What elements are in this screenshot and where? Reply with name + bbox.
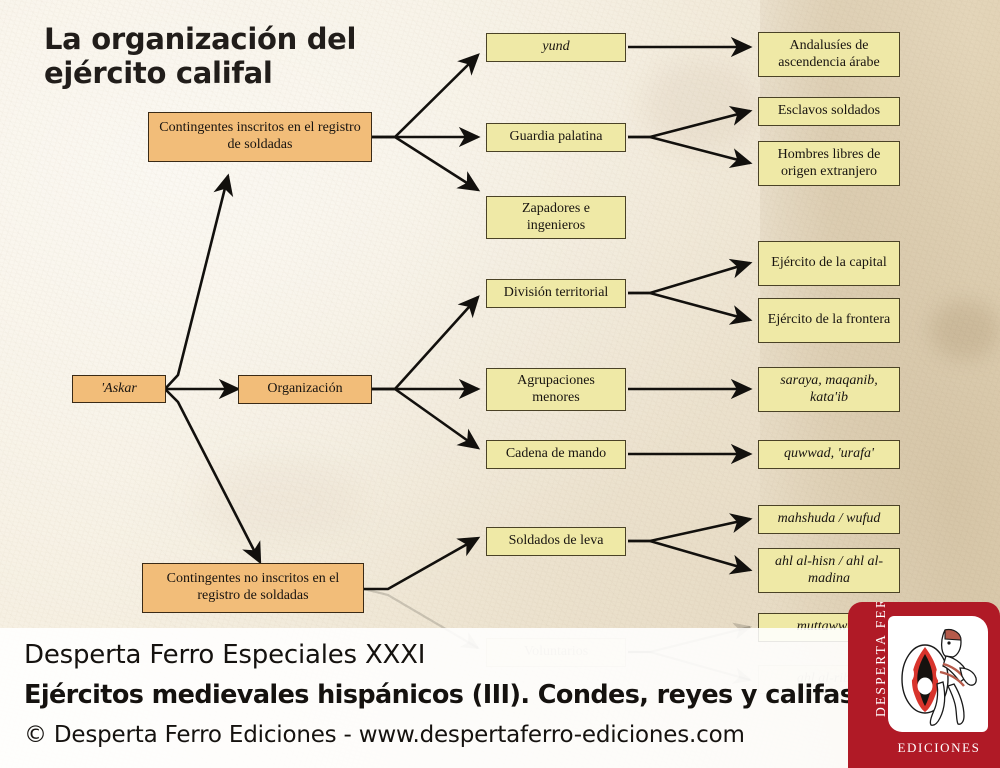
logo-warrior-illustration: [888, 616, 988, 732]
box-division-territorial[interactable]: División territorial: [486, 279, 626, 308]
logo-vertical-text: DESPERTA FERRO: [873, 602, 888, 717]
box-zapadores-e-ingenieros[interactable]: Zapadores e ingenieros: [486, 196, 626, 239]
footer-line-1: Desperta Ferro Especiales XXXI: [24, 640, 426, 670]
logo-bottom-text: EDICIONES: [897, 740, 981, 755]
box-andalusies-ascendencia-arabe[interactable]: Andalusíes de ascendencia árabe: [758, 32, 900, 77]
box-contingentes-no-inscritos[interactable]: Contingentes no inscritos en el registro…: [142, 563, 364, 613]
footer-band: [0, 628, 1000, 768]
box-hombres-libres-origen-extranjero[interactable]: Hombres libres de origen extranjero: [758, 141, 900, 186]
footer-line-2: Ejércitos medievales hispánicos (III). C…: [24, 680, 1000, 710]
box-askar[interactable]: 'Askar: [72, 375, 166, 403]
box-mahshuda-wufud[interactable]: mahshuda / wufud: [758, 505, 900, 534]
box-cadena-de-mando[interactable]: Cadena de mando: [486, 440, 626, 469]
box-saraya-maqanib-kataib[interactable]: saraya, maqanib, kata'ib: [758, 367, 900, 412]
title-line-2: ejército califal: [44, 56, 273, 91]
box-soldados-de-leva[interactable]: Soldados de leva: [486, 527, 626, 556]
title-line-1: La organización del: [44, 22, 357, 56]
box-esclavos-soldados[interactable]: Esclavos soldados: [758, 97, 900, 126]
box-quwwad-urafa[interactable]: quwwad, 'urafa': [758, 440, 900, 469]
box-contingentes-inscritos[interactable]: Contingentes inscritos en el registro de…: [148, 112, 372, 162]
desperta-ferro-logo[interactable]: DESPERTA FERRO: [848, 602, 1000, 768]
warrior-icon: [901, 628, 977, 726]
footer-line-3: © Desperta Ferro Ediciones - www.despert…: [24, 722, 745, 748]
box-yund[interactable]: yund: [486, 33, 626, 62]
box-agrupaciones-menores[interactable]: Agrupaciones menores: [486, 368, 626, 411]
box-organizacion[interactable]: Organización: [238, 375, 372, 404]
box-ejercito-de-la-capital[interactable]: Ejército de la capital: [758, 241, 900, 286]
page-title: La organización del ejército califal: [44, 22, 424, 90]
box-ejercito-de-la-frontera[interactable]: Ejército de la frontera: [758, 298, 900, 343]
box-ahl-al-hisn-ahl-al-madina[interactable]: ahl al-hisn / ahl al-madina: [758, 548, 900, 593]
box-guardia-palatina[interactable]: Guardia palatina: [486, 123, 626, 152]
